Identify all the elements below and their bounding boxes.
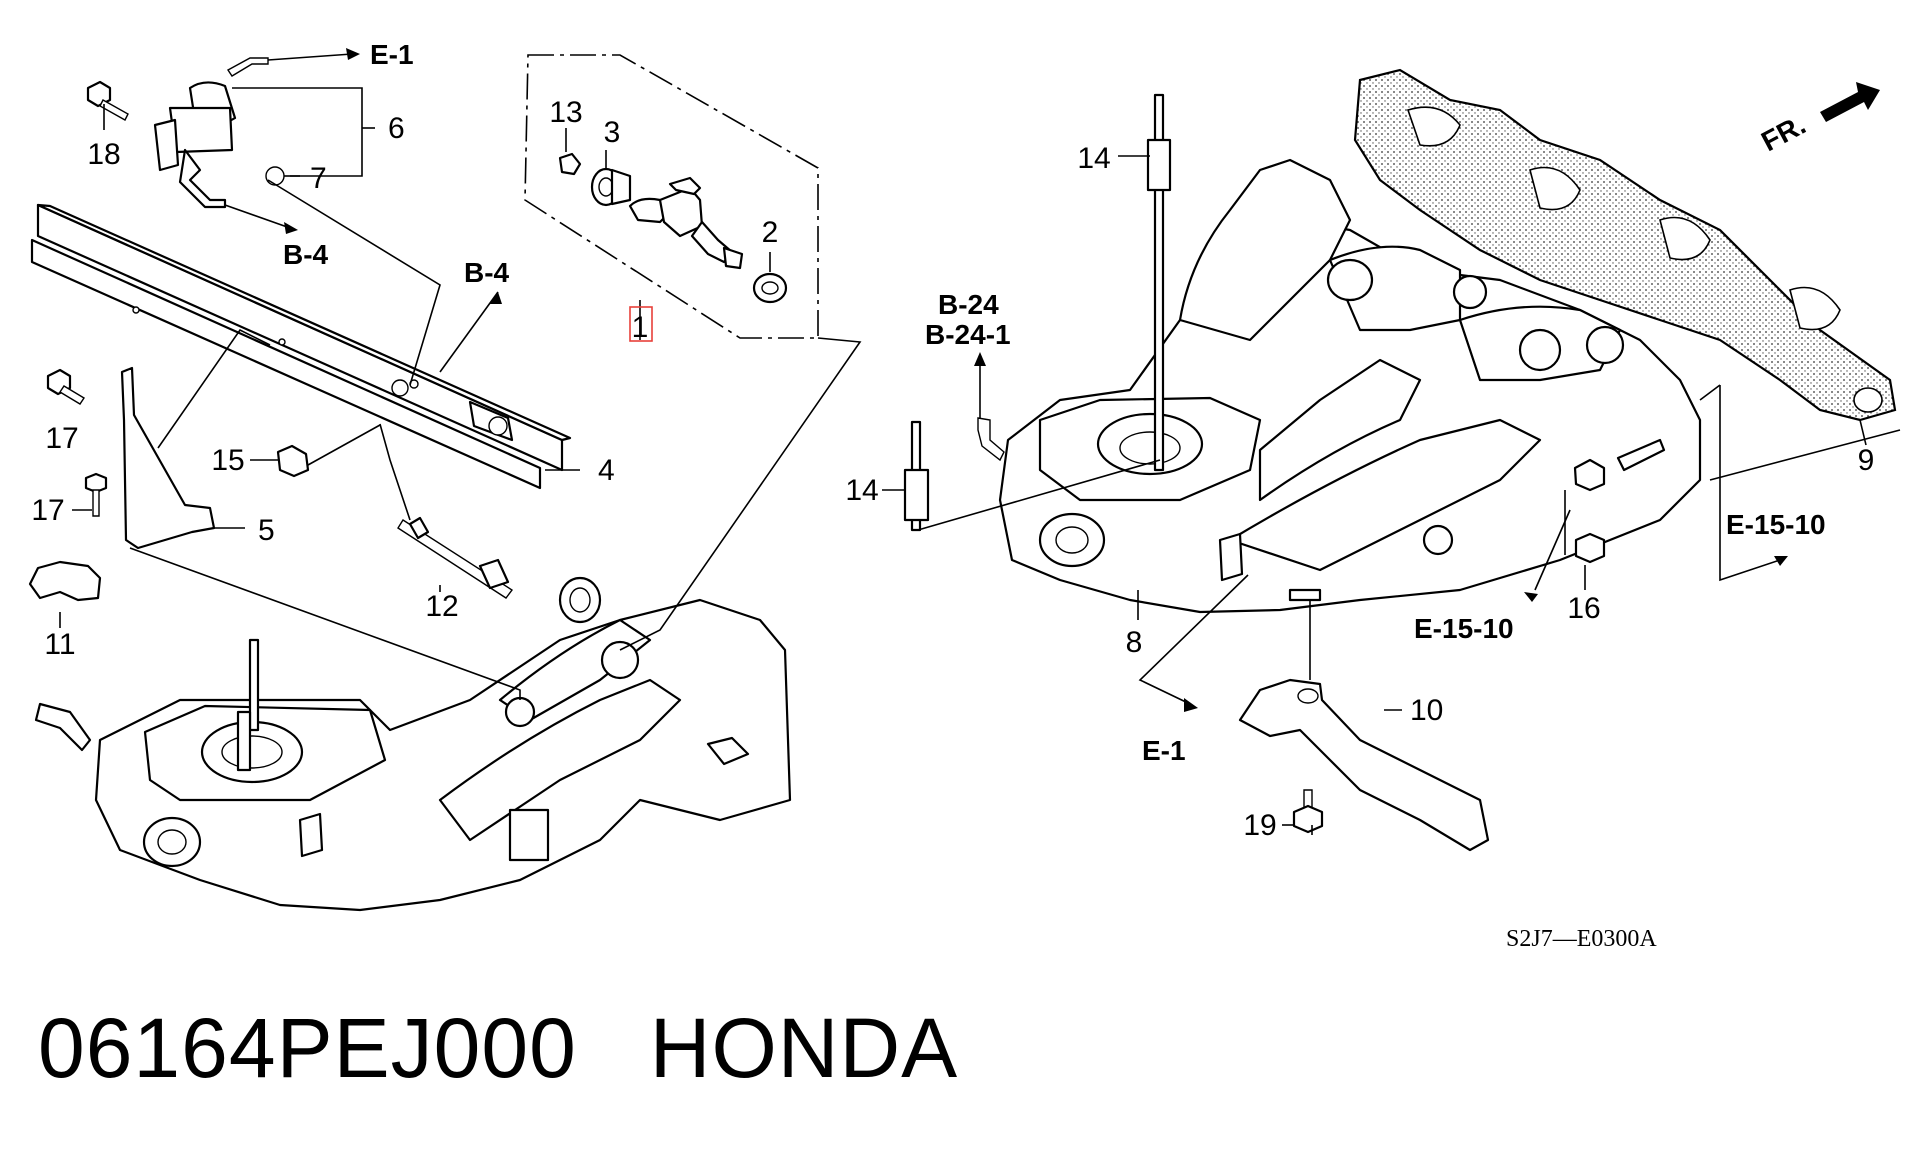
ref-front: FR. [1756, 109, 1810, 158]
ref-e15-10-right: E-15-10 [1726, 509, 1826, 540]
callout-13: 13 [549, 96, 582, 129]
callout-18: 18 [87, 138, 120, 171]
bracket-10 [1238, 678, 1490, 852]
seal-ring-2 [752, 272, 788, 304]
callout-5: 5 [258, 514, 275, 547]
callout-17-lower: 17 [31, 494, 64, 527]
ref-e1-top: E-1 [370, 39, 414, 70]
clip-11 [28, 560, 102, 602]
callout-14-lower: 14 [845, 474, 878, 507]
injector-group-outline [524, 54, 819, 339]
ref-e15-10-bottom: E-15-10 [1414, 613, 1514, 644]
callout-7: 7 [310, 162, 327, 195]
callout-11: 11 [44, 628, 75, 661]
o-ring-13 [558, 152, 582, 176]
callout-19: 19 [1243, 809, 1276, 842]
bolt-17-lower [84, 472, 108, 517]
front-direction-arrow [1820, 82, 1880, 122]
bolt-19 [1292, 789, 1324, 834]
ref-e1-bottom: E-1 [1142, 735, 1186, 766]
callout-14-upper: 14 [1077, 142, 1110, 175]
pressure-regulator [153, 57, 285, 209]
callout-17-upper: 17 [45, 422, 78, 455]
callout-15: 15 [211, 444, 244, 477]
callout-8: 8 [1126, 626, 1143, 659]
intake-manifold-left [34, 576, 792, 912]
stud-12 [397, 516, 514, 599]
gasket-9 [1353, 68, 1897, 422]
cushion-ring-3 [590, 167, 632, 207]
callout-4: 4 [598, 454, 615, 487]
callout-16: 16 [1567, 592, 1600, 625]
bracket-5 [120, 366, 216, 550]
nut-15 [276, 444, 310, 478]
ref-b4-left: B-4 [283, 239, 329, 270]
callout-10: 10 [1410, 694, 1443, 727]
ref-b4-mid: B-4 [464, 257, 510, 288]
arrowheads [284, 48, 1788, 712]
ref-b24: B-24 [938, 289, 999, 320]
callout-3: 3 [604, 116, 621, 149]
bolt-17-upper [46, 368, 85, 405]
intake-manifold-right [903, 93, 1702, 614]
nut-16 [1574, 532, 1606, 564]
bolt-18 [86, 80, 129, 121]
injector [628, 176, 744, 270]
callout-1-highlight [629, 306, 653, 342]
leader-lines [59, 53, 1901, 835]
ref-b24-1: B-24-1 [925, 319, 1011, 350]
callout-1: 1 [632, 311, 649, 344]
callout-9: 9 [1858, 444, 1875, 477]
callout-12: 12 [425, 590, 458, 623]
callout-6: 6 [388, 112, 405, 145]
fuel-rail [30, 203, 572, 490]
callout-2: 2 [762, 216, 779, 249]
part-number-caption: 06164PEJ000 HONDA [38, 1001, 959, 1095]
diagram-code: S2J7—E0300A [1506, 926, 1657, 952]
